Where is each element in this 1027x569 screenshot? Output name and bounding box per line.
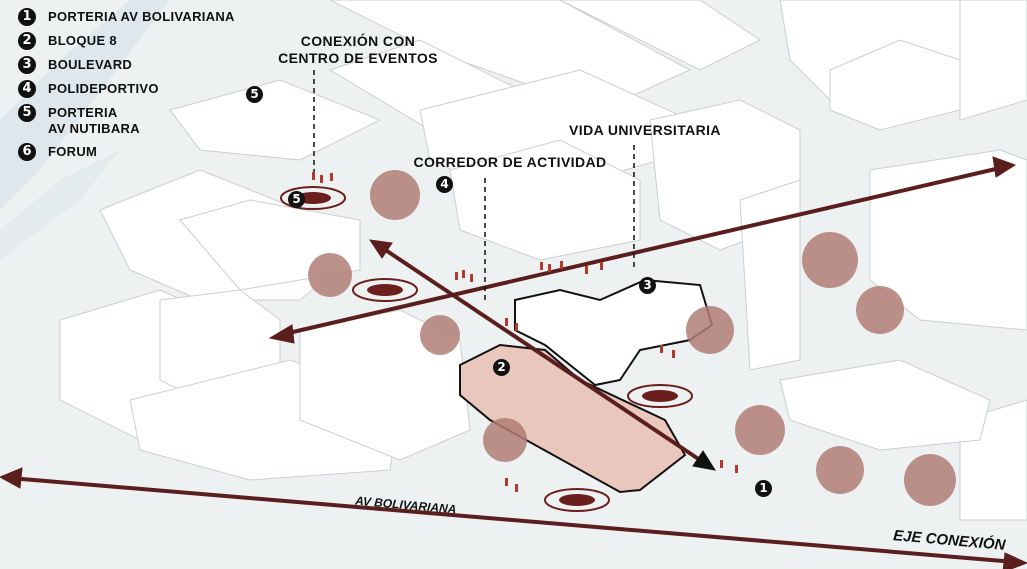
legend-number-badge: 6 (18, 143, 36, 161)
marker-4: 4 (436, 176, 453, 193)
legend-number-badge: 2 (18, 32, 36, 50)
legend-item-3: 3 BOULEVARD (18, 56, 235, 74)
legend-item-5: 5 PORTERIA AV NUTIBARA (18, 104, 235, 137)
legend-label: BLOQUE 8 (48, 32, 117, 49)
label-vida-universitaria: VIDA UNIVERSITARIA (565, 122, 725, 139)
legend-label: POLIDEPORTIVO (48, 80, 159, 97)
legend: 1 PORTERIA AV BOLIVARIANA 2 BLOQUE 8 3 BOULEV… (18, 8, 235, 167)
legend-label: BOULEVARD (48, 56, 132, 73)
legend-item-2: 2 BLOQUE 8 (18, 32, 235, 50)
legend-label: PORTERIA AV NUTIBARA (48, 104, 140, 137)
legend-item-1: 1 PORTERIA AV BOLIVARIANA (18, 8, 235, 26)
legend-number-badge: 1 (18, 8, 36, 26)
legend-label: PORTERIA AV BOLIVARIANA (48, 8, 235, 25)
marker-1: 1 (755, 480, 772, 497)
marker-5-ring: 5 (288, 191, 305, 208)
marker-5-top: 5 (246, 86, 263, 103)
legend-item-4: 4 POLIDEPORTIVO (18, 80, 235, 98)
legend-number-badge: 5 (18, 104, 36, 122)
legend-number-badge: 3 (18, 56, 36, 74)
legend-item-6: 6 FORUM (18, 143, 235, 161)
label-corredor-actividad: CORREDOR DE ACTIVIDAD (410, 154, 610, 171)
marker-3: 3 (639, 277, 656, 294)
marker-2: 2 (493, 359, 510, 376)
label-conexion-centro-eventos: CONEXIÓN CON CENTRO DE EVENTOS (268, 33, 448, 67)
legend-number-badge: 4 (18, 80, 36, 98)
legend-label: FORUM (48, 143, 97, 160)
